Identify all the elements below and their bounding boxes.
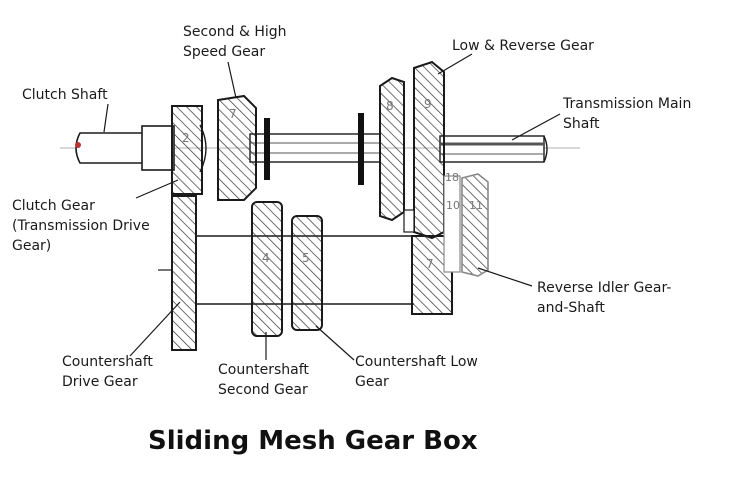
label-clutch-shaft: Clutch Shaft [22,87,108,103]
gear-number-idler-small: 10 [446,199,460,212]
label-countershaft-second-line1: Countershaft [218,362,309,378]
gear-number-cs-reverse: 7 [426,257,434,271]
label-clutch-gear-line2: (Transmission Drive [12,218,150,234]
label-countershaft-low-line1: Countershaft Low [355,354,478,370]
gear-number-low-a: 8 [386,99,394,113]
leader-lines [103,53,561,361]
label-reverse-idler-line2: and-Shaft [537,300,605,316]
label-countershaft-drive-line2: Drive Gear [62,374,138,390]
gear-number-cs-second: 4 [262,251,270,265]
label-second-high-line2: Speed Gear [183,44,266,60]
clutch-shaft [75,124,207,173]
gear-number-clutch: 2 [182,131,190,145]
gear-number-low-b: 9 [424,97,432,111]
gear-number-idler-a: 11 [469,199,483,212]
gear-number-idler-top: 18 [445,171,459,184]
label-countershaft-second-line2: Second Gear [218,382,308,398]
label-transmission-main-line2: Shaft [563,116,600,132]
gear-number-cs-low: 5 [302,251,310,265]
label-reverse-idler-line1: Reverse Idler Gear- [537,280,672,296]
countershaft-drive-gear [171,195,197,351]
gear-number-second: 7 [229,107,237,121]
reverse-idler-gear [403,173,489,277]
label-countershaft-drive-line1: Countershaft [62,354,153,370]
label-countershaft-low-line2: Gear [355,374,389,390]
countershaft-low-gear [291,215,323,331]
label-clutch-gear-line1: Clutch Gear [12,198,95,214]
low-reverse-gear-b [413,60,445,240]
diagram-title: Sliding Mesh Gear Box [148,426,478,456]
label-second-high-line1: Second & High [183,24,287,40]
label-transmission-main-line1: Transmission Main [563,96,692,112]
countershaft-second-gear [251,201,283,337]
label-clutch-gear-line3: Gear) [12,238,52,254]
clutch-gear [171,105,203,195]
second-high-speed-gear [217,94,257,201]
label-low-reverse: Low & Reverse Gear [452,38,594,54]
